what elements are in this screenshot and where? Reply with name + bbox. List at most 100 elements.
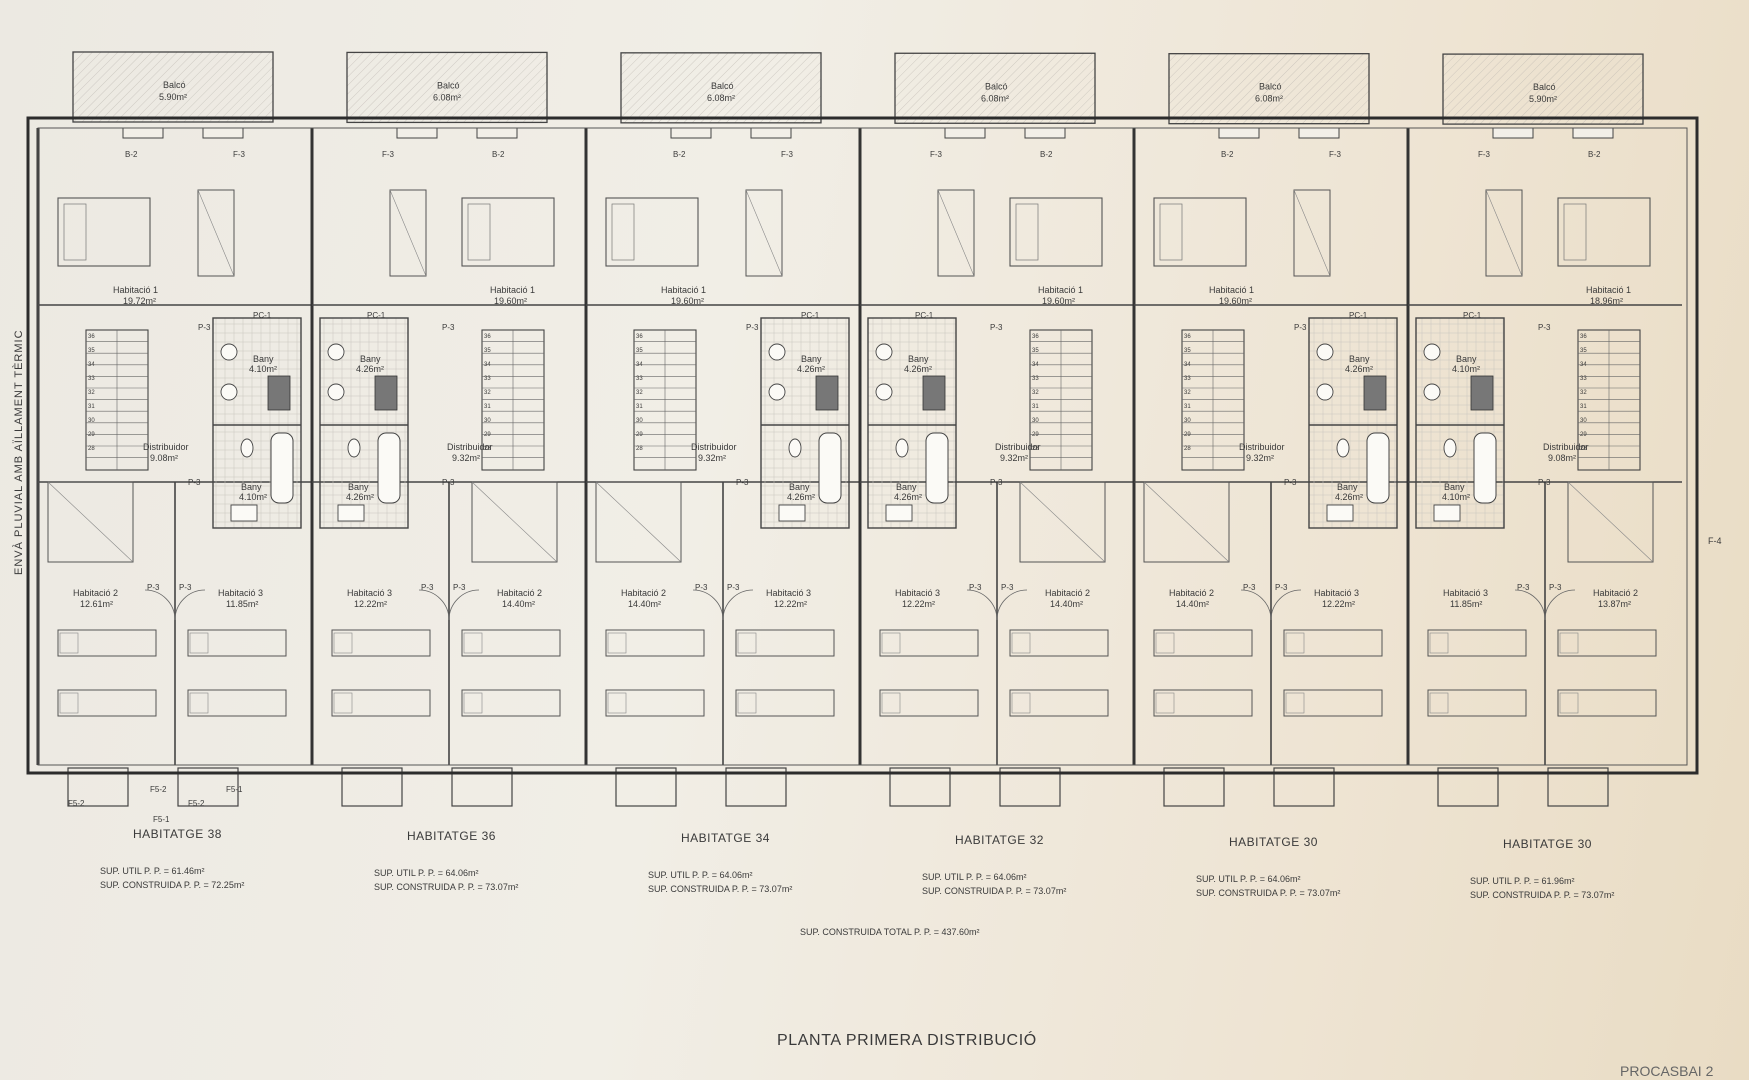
building-outline	[26, 116, 1699, 775]
usable-area: SUP. UTIL P. P. = 61.46m²	[100, 866, 204, 876]
single-bed	[1557, 689, 1657, 717]
stair-step-number: 28	[1032, 446, 1039, 452]
bay-window	[889, 767, 951, 807]
washbasin	[875, 383, 893, 401]
stair-step-number: 34	[1580, 362, 1587, 368]
single-bed	[1283, 689, 1383, 717]
room-name-bathroom-2: Bany	[241, 482, 262, 492]
room-name-bedroom-1: Habitació 1	[1038, 285, 1083, 295]
sink	[337, 504, 365, 522]
room-area-hallway: 9.32m²	[1246, 453, 1274, 463]
room-area-bathroom-1: 4.26m²	[356, 364, 384, 374]
single-bed	[461, 689, 561, 717]
plan-title: PLANTA PRIMERA DISTRIBUCIÓ	[777, 1030, 1037, 1049]
window-code: F5-1	[226, 785, 243, 794]
room-area-bathroom-2: 4.26m²	[894, 492, 922, 502]
wardrobe	[745, 189, 783, 277]
double-bed	[1153, 197, 1247, 267]
bathtub	[818, 432, 842, 504]
room-name-bathroom-2: Bany	[348, 482, 369, 492]
wardrobe	[1485, 189, 1523, 277]
stair-step-number: 32	[88, 390, 95, 396]
room-area-bathroom-2: 4.26m²	[787, 492, 815, 502]
room-name-bathroom-1: Bany	[253, 354, 274, 364]
element-code: F-3	[1478, 150, 1491, 159]
element-code: P-3	[147, 583, 160, 592]
room-area-bedroom-2: 14.40m²	[502, 599, 535, 609]
stair-step-number: 32	[1580, 390, 1587, 396]
single-bed	[879, 689, 979, 717]
pillow	[463, 692, 483, 714]
window	[1218, 127, 1260, 139]
room-name-bedroom-2: Habitació 2	[1593, 588, 1638, 598]
element-code: P-3	[1549, 583, 1562, 592]
sink	[1326, 504, 1354, 522]
pillow	[607, 692, 627, 714]
pillow	[1559, 632, 1579, 654]
room-area-bathroom-1: 4.26m²	[1345, 364, 1373, 374]
element-code: P-3	[442, 323, 455, 332]
element-code: P-3	[1001, 583, 1014, 592]
room-name-bedroom-3: Habitació 3	[347, 588, 392, 598]
balcony-area: 5.90m²	[1529, 94, 1557, 104]
pillow	[1563, 203, 1587, 261]
single-bed	[605, 629, 705, 657]
pillow	[1285, 692, 1305, 714]
element-code: PC-1	[367, 311, 386, 320]
element-code: PC-1	[801, 311, 820, 320]
balcony-label: Balcó	[711, 81, 734, 91]
door-swing	[144, 589, 176, 621]
room-area-hallway: 9.08m²	[150, 453, 178, 463]
balcony-label: Balcó	[985, 81, 1008, 91]
washbasin	[1316, 343, 1334, 361]
washbasin	[327, 343, 345, 361]
room-area-bathroom-1: 4.26m²	[904, 364, 932, 374]
room-area-hallway: 9.32m²	[1000, 453, 1028, 463]
window	[202, 127, 244, 139]
balcony-area: 5.90m²	[159, 92, 187, 102]
pillow	[59, 632, 79, 654]
stair-step-number: 35	[1032, 348, 1039, 354]
door-swing	[448, 589, 480, 621]
pillow	[1011, 692, 1031, 714]
room-area-bedroom-3: 12.22m²	[1322, 599, 1355, 609]
door-swing	[1514, 589, 1546, 621]
pillow	[611, 203, 635, 261]
element-code: B-2	[1040, 150, 1053, 159]
element-code: B-2	[125, 150, 138, 159]
stair-step-number: 34	[1032, 362, 1039, 368]
stair-step-number: 29	[1032, 432, 1039, 438]
element-code: F-3	[233, 150, 246, 159]
sink	[885, 504, 913, 522]
window-code: F5-2	[188, 799, 205, 808]
usable-area: SUP. UTIL P. P. = 64.06m²	[1196, 874, 1300, 884]
element-code: P-3	[727, 583, 740, 592]
single-bed	[735, 689, 835, 717]
stair-step-number: 33	[484, 376, 491, 382]
stair-step-number: 32	[484, 390, 491, 396]
stair-step-number: 33	[1032, 376, 1039, 382]
sink	[1433, 504, 1461, 522]
room-area-bedroom-1: 19.60m²	[1042, 296, 1075, 306]
bay-window	[451, 767, 513, 807]
bathtub	[270, 432, 294, 504]
room-name-hallway: Distribuidor	[995, 442, 1041, 452]
wardrobe	[47, 481, 134, 563]
element-code: F-3	[930, 150, 943, 159]
balcony-label: Balcó	[437, 80, 460, 90]
single-bed	[1427, 629, 1527, 657]
stair-step-number: 36	[88, 334, 95, 340]
stair-step-number: 31	[636, 404, 643, 410]
wardrobe	[1019, 481, 1106, 563]
window	[750, 127, 792, 139]
room-name-bedroom-2: Habitació 2	[73, 588, 118, 598]
room-area-bedroom-1: 19.72m²	[123, 296, 156, 306]
room-area-bedroom-1: 18.96m²	[1590, 296, 1623, 306]
